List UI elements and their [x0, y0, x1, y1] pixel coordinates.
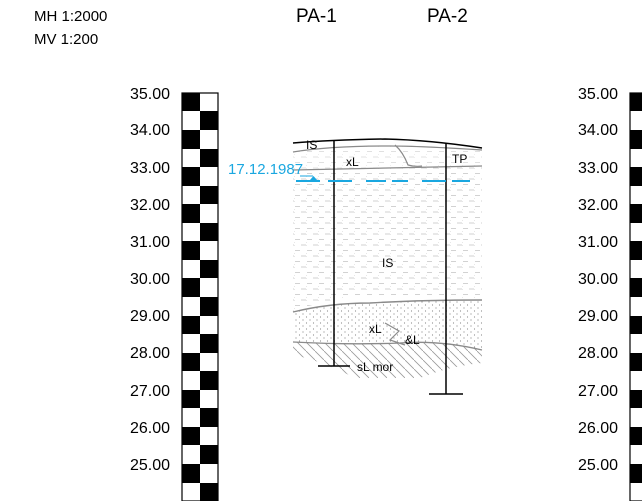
left-tick-27: 27.00 — [129, 383, 170, 400]
water-level-date: 17.12.1987 — [228, 161, 303, 178]
label-upper-xl: xL — [346, 155, 359, 169]
right-tick-30: 30.00 — [577, 271, 618, 288]
horizontal-scale: MH 1:2000 — [34, 8, 108, 25]
label-lower-xl: xL — [369, 322, 382, 336]
right-tick-27: 27.00 — [577, 383, 618, 400]
left-tick-32: 32.00 — [129, 197, 170, 214]
left-tick-28: 28.00 — [129, 345, 170, 362]
right-tick-35: 35.00 — [577, 86, 618, 103]
left-tick-25: 25.00 — [129, 457, 170, 474]
right-tick-31: 31.00 — [577, 234, 618, 251]
water-level-marker — [296, 176, 470, 182]
right-tick-32: 32.00 — [577, 197, 618, 214]
label-topsoil: TP — [452, 152, 467, 166]
left-tick-34: 34.00 — [129, 122, 170, 139]
right-tick-33: 33.00 — [577, 160, 618, 177]
label-top-ls: IS — [306, 138, 317, 152]
vertical-scale: MV 1:200 — [34, 31, 99, 48]
label-moraine: sL mor — [357, 360, 393, 374]
left-tick-29: 29.00 — [129, 308, 170, 325]
right-tick-25: 25.00 — [577, 457, 618, 474]
right-elevation-ruler — [629, 92, 642, 501]
right-tick-34: 34.00 — [577, 122, 618, 139]
left-tick-31: 31.00 — [129, 234, 170, 251]
left-tick-33: 33.00 — [129, 160, 170, 177]
soil-profile: IS xL TP IS xL &L sL mor 17.12.1987 — [228, 138, 483, 395]
right-tick-26: 26.00 — [577, 420, 618, 437]
label-main-ls: IS — [382, 256, 393, 270]
left-tick-35: 35.00 — [129, 86, 170, 103]
right-tick-29: 29.00 — [577, 308, 618, 325]
label-lower-andl: &L — [405, 333, 420, 347]
left-tick-26: 26.00 — [129, 420, 170, 437]
borehole-header-pa1: PA-1 — [296, 6, 337, 27]
left-elevation-ruler — [181, 92, 219, 501]
left-tick-30: 30.00 — [129, 271, 170, 288]
right-tick-28: 28.00 — [577, 345, 618, 362]
borehole-header-pa2: PA-2 — [427, 6, 468, 27]
